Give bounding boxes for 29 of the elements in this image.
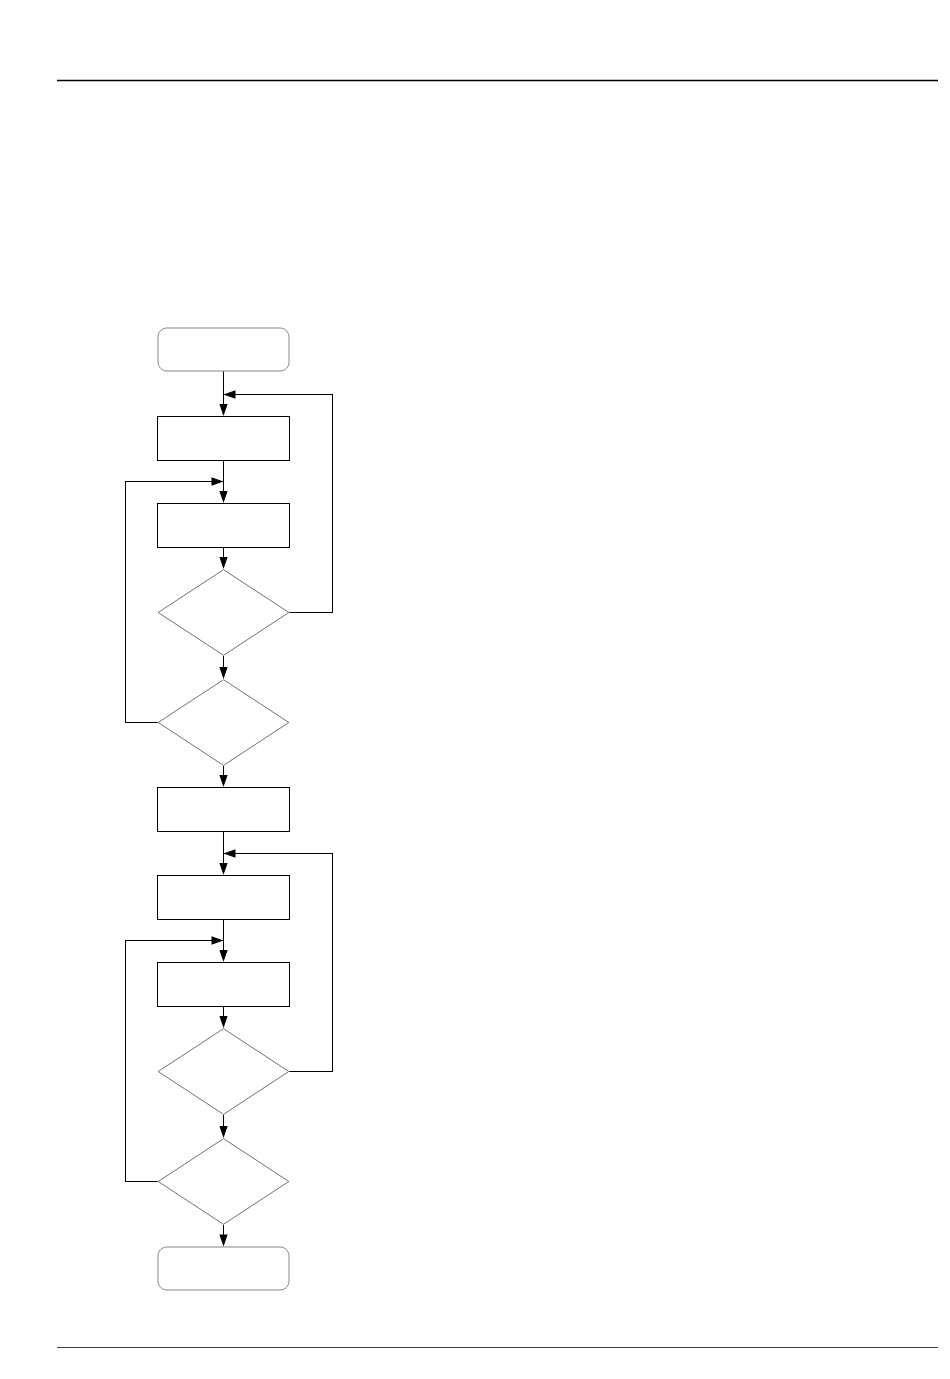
- arrow: [219, 1114, 228, 1137]
- arrow: [219, 481, 228, 502]
- process-box: [157, 787, 290, 832]
- terminal-box: [157, 327, 290, 372]
- connector-line: [223, 831, 224, 854]
- connector-line: [223, 370, 224, 395]
- arrow: [125, 477, 224, 723]
- process-box: [157, 416, 290, 461]
- arrow: [219, 1224, 228, 1246]
- connector-line: [223, 460, 224, 482]
- process-box: [157, 962, 290, 1007]
- arrow: [219, 394, 228, 415]
- decision-diamond: [157, 679, 290, 766]
- decision-diamond: [157, 569, 290, 656]
- terminal-box: [157, 1246, 290, 1291]
- process-box: [157, 503, 290, 548]
- arrow: [223, 390, 333, 613]
- connector-line: [223, 919, 224, 941]
- decision-diamond: [157, 1028, 290, 1115]
- arrow: [219, 765, 228, 786]
- process-box: [157, 875, 290, 920]
- arrow: [125, 936, 224, 1182]
- arrow: [219, 853, 228, 874]
- decision-diamond: [157, 1138, 290, 1225]
- arrow: [219, 940, 228, 961]
- arrow: [223, 849, 333, 1072]
- arrow: [219, 1006, 228, 1027]
- arrow: [219, 547, 228, 568]
- arrow: [219, 655, 228, 678]
